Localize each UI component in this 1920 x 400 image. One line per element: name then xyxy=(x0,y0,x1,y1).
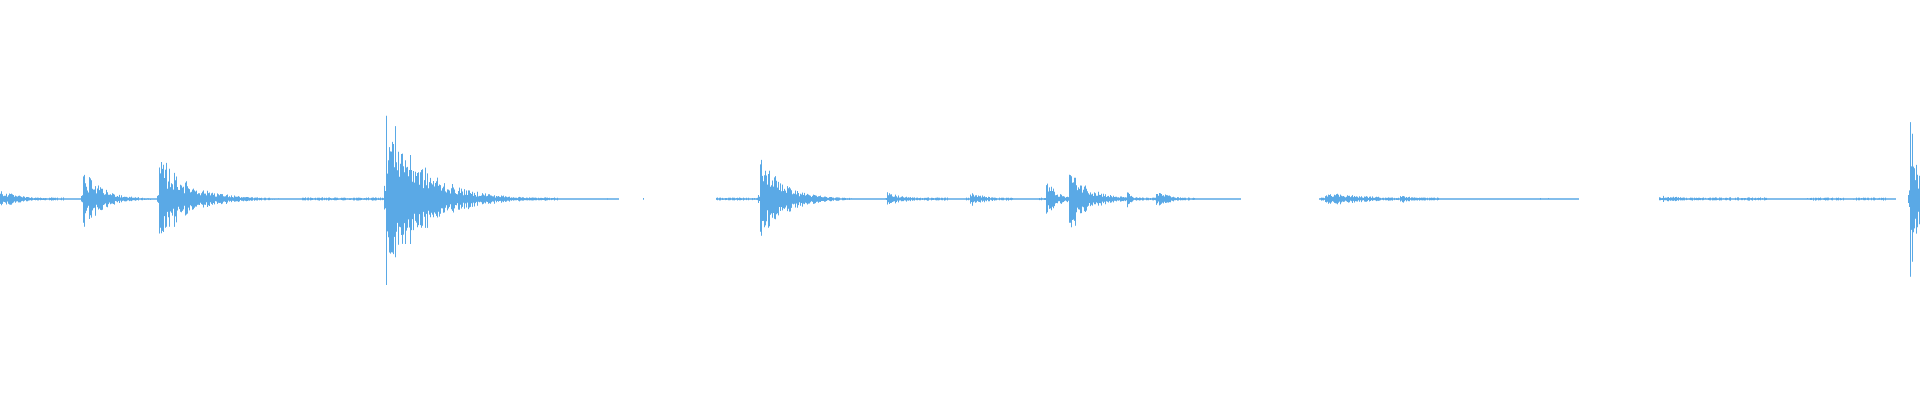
waveform-signal xyxy=(0,115,1920,285)
waveform-path xyxy=(0,115,1920,285)
